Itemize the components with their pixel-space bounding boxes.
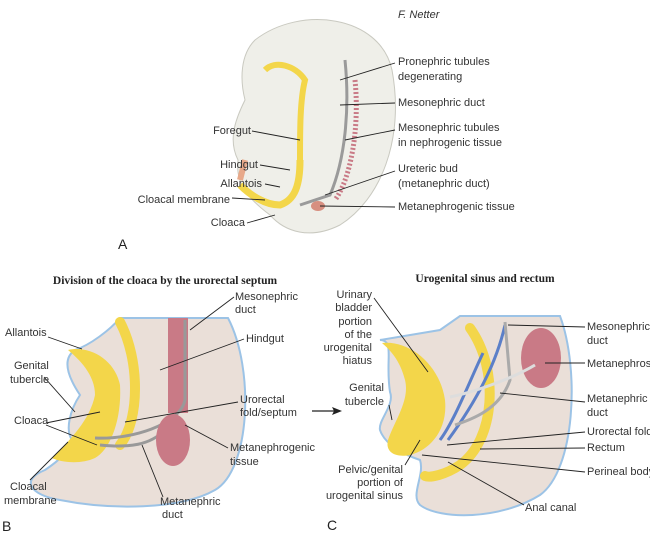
panel-b-title: Division of the cloaca by the urorectal …	[53, 275, 278, 287]
panel-letter-a: A	[118, 236, 128, 252]
bladder-shape	[382, 342, 446, 456]
label-ureteric-bud: Ureteric bud(metanephric duct)	[398, 163, 490, 190]
metanephrogenic-tissue-a	[311, 201, 325, 211]
metanephric-duct-c	[449, 363, 536, 399]
label-cloaca-b: Cloaca	[14, 415, 49, 427]
label-allantois-a: Allantois	[220, 178, 262, 190]
label-cloaca-a: Cloaca	[211, 217, 246, 229]
label-anal-canal: Anal canal	[525, 502, 576, 514]
metanephrogenic-tissue-b	[156, 414, 190, 466]
mesonephric-duct-b	[94, 320, 187, 440]
netter-signature: F. Netter	[398, 9, 441, 21]
cloaca-shape	[52, 349, 121, 463]
metanephros-c	[521, 328, 561, 388]
label-mesonephric-duct-a: Mesonephric duct	[398, 97, 485, 109]
embryo-body	[232, 19, 396, 234]
label-metanephros: Metanephros	[587, 358, 650, 370]
rectum-c	[420, 323, 495, 482]
foregut	[262, 61, 309, 161]
label-foregut: Foregut	[213, 125, 251, 137]
panel-letter-c: C	[327, 517, 337, 533]
label-metanephrogenic-tissue-a: Metanephrogenic tissue	[398, 201, 515, 213]
label-hindgut-a: Hindgut	[220, 159, 258, 171]
label-hindgut-b: Hindgut	[246, 333, 284, 345]
panel-b: Division of the cloaca by the urorectal …	[2, 275, 316, 534]
label-allantois-b: Allantois	[5, 327, 47, 339]
panel-letter-b: B	[2, 518, 11, 534]
mesonephric-duct-c	[454, 321, 512, 427]
nephrogenic-tissue-a	[332, 79, 359, 202]
label-perineal-body: Perineal body	[587, 466, 650, 478]
label-urorectal-fold-c: Urorectal fold	[587, 426, 650, 438]
mesonephric-tissue-b	[168, 318, 188, 413]
mesonephric-duct-a	[299, 59, 349, 207]
label-rectum: Rectum	[587, 442, 625, 454]
panel-c-title: Urogenital sinus and rectum	[415, 273, 555, 285]
arrow-icon	[312, 407, 342, 415]
allantois-a	[237, 159, 248, 181]
hindgut-a	[237, 159, 304, 209]
label-cloacal-membrane-a: Cloacal membrane	[138, 194, 230, 206]
